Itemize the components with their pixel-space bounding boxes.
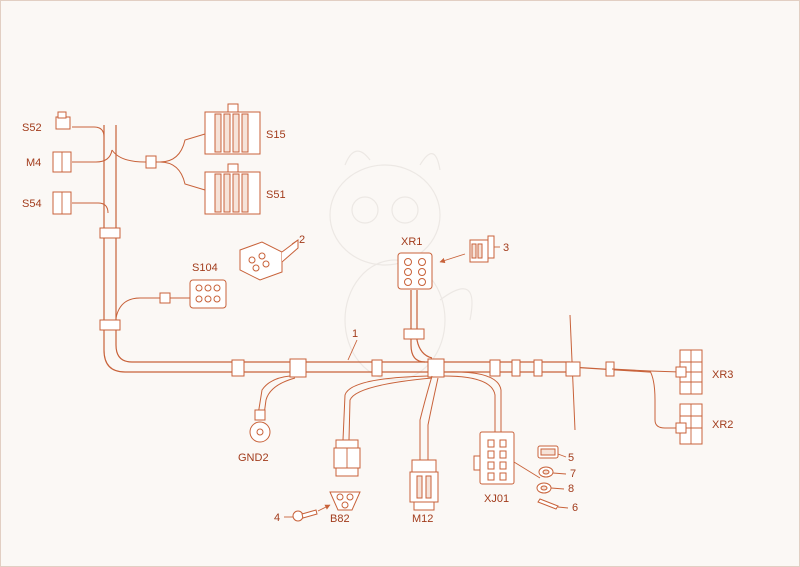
label-s51: S51	[266, 189, 286, 201]
connector-xr2: XR2	[675, 403, 733, 445]
part-3-terminal-lock: 3	[439, 235, 509, 264]
connector-s52: S52	[22, 111, 71, 134]
callout-8: 8	[568, 483, 574, 495]
label-s52: S52	[22, 122, 42, 134]
watermark-dragon	[329, 150, 473, 381]
callout-1: 1	[352, 328, 358, 340]
connector-s104: S104	[189, 262, 227, 309]
connector-m4: M4	[26, 151, 72, 173]
switch-s51: S51	[204, 163, 286, 215]
label-b82: B82	[330, 513, 350, 525]
part-8-grommet: 8	[536, 482, 574, 495]
switch-s15: S15	[204, 103, 286, 155]
label-gnd2: GND2	[238, 452, 269, 464]
callout-7: 7	[570, 468, 576, 480]
callout-5: 5	[568, 452, 574, 464]
callout-3: 3	[503, 242, 509, 254]
label-xr1: XR1	[401, 236, 422, 248]
label-s15: S15	[266, 129, 286, 141]
main-harness	[72, 125, 681, 460]
label-m4: M4	[26, 157, 41, 169]
connector-xj01: XJ01	[473, 431, 541, 505]
connector-xr3: XR3	[675, 349, 733, 395]
part-4-screw: 4	[274, 504, 331, 524]
label-m12: M12	[412, 513, 433, 525]
label-s54: S54	[22, 198, 42, 210]
connector-s54: S54	[22, 191, 72, 215]
label-s104: S104	[192, 262, 218, 274]
callout-6: 6	[572, 502, 578, 514]
connector-xr1: XR1	[397, 236, 433, 290]
callout-2: 2	[299, 234, 305, 246]
part-7-grommet: 7	[538, 466, 576, 480]
label-xr3: XR3	[712, 369, 733, 381]
part-6-terminal-pin: 6	[537, 498, 578, 514]
label-xr2: XR2	[712, 419, 733, 431]
ground-terminal-gnd2: GND2	[238, 409, 271, 464]
callout-4: 4	[274, 512, 280, 524]
motor-connector-m12: M12	[409, 459, 439, 525]
label-xj01: XJ01	[484, 493, 509, 505]
part-2-connector: 2	[239, 234, 305, 281]
part-5-seal: 5	[537, 445, 574, 464]
sensor-b82: B82	[329, 439, 361, 525]
